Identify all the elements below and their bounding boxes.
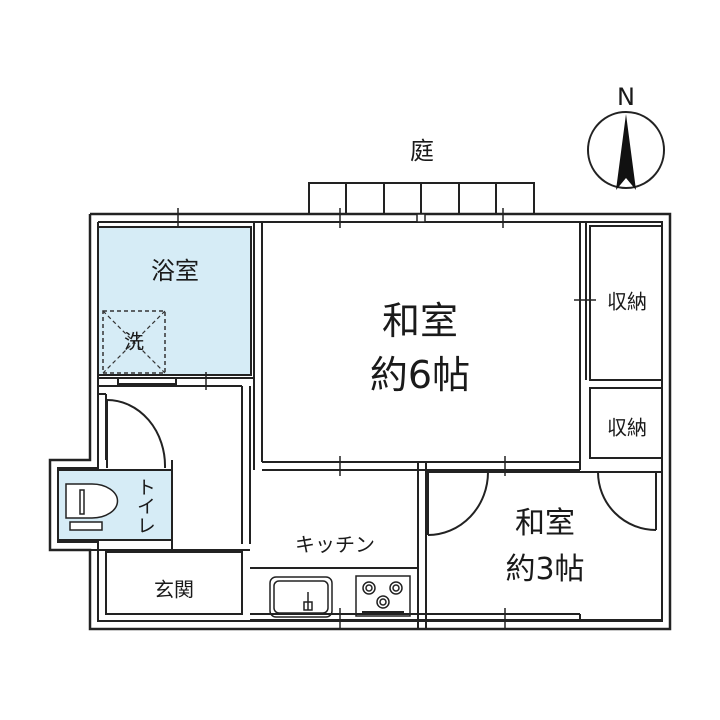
washitsu-3-size: 約3帖 <box>505 551 585 587</box>
toilet-label: トイレ <box>133 477 156 535</box>
kitchen-stove <box>355 575 411 617</box>
bathroom-label: 浴室 <box>151 257 199 286</box>
kitchen-label: キッチン <box>295 532 375 557</box>
bathroom-area <box>97 226 252 376</box>
washer-space <box>102 310 166 374</box>
north-compass-icon <box>587 111 665 190</box>
washer-label: 洗 <box>124 329 144 354</box>
storage-2-label: 収納 <box>607 415 647 440</box>
washitsu-3-name: 和室 <box>515 505 575 541</box>
storage-1-label: 収納 <box>607 289 647 314</box>
kitchen-sink <box>269 576 333 618</box>
toilet-fixture <box>65 483 119 531</box>
washitsu-6-name: 和室 <box>381 299 459 344</box>
garden-label: 庭 <box>410 137 434 166</box>
compass-north-label: N <box>617 83 635 112</box>
washitsu-6-size: 約6帖 <box>369 353 471 398</box>
garden-deck <box>308 182 535 215</box>
entrance-label: 玄関 <box>154 577 194 602</box>
